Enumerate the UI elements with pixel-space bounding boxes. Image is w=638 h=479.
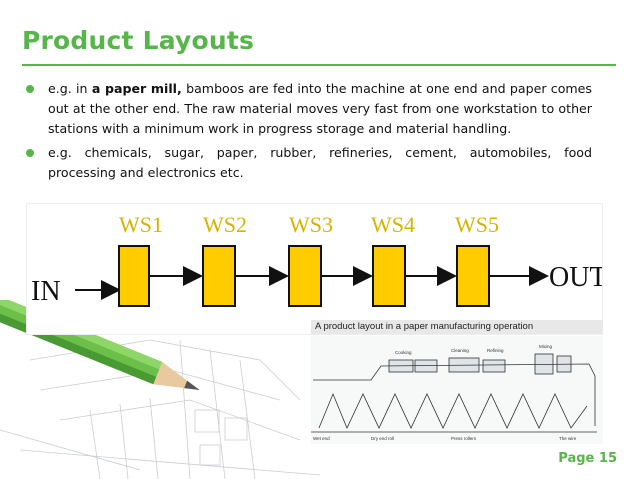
station-label: WS3 <box>289 212 333 237</box>
stage-label: Press rollers <box>451 436 477 441</box>
station-box <box>202 245 236 307</box>
stage-label: Wet end <box>313 436 330 441</box>
slide-title: Product Layouts <box>22 26 255 55</box>
station-box <box>456 245 490 307</box>
page-number: Page 15 <box>558 451 617 466</box>
bullet-dot-icon <box>26 149 34 157</box>
station-box <box>118 245 150 307</box>
bullet-dot-icon <box>26 85 34 93</box>
station-label: WS2 <box>203 212 247 237</box>
stage-label: Mixing <box>539 344 553 349</box>
stage-label: Refining <box>487 348 504 353</box>
bullet-list: e.g. in a paper mill, bamboos are fed in… <box>22 79 592 187</box>
bullet-bold-text: a paper mill, <box>91 81 182 96</box>
station-box <box>372 245 406 307</box>
stage-label: The wire <box>559 436 577 441</box>
bullet-item: e.g. chemicals, sugar, paper, rubber, re… <box>22 143 592 183</box>
bullet-text: bamboos are fed into the machine at one … <box>48 81 592 136</box>
flow-output-label: OUT <box>549 262 602 293</box>
station-label: WS1 <box>119 212 163 237</box>
stage-label: Dry end roll <box>371 436 394 441</box>
flow-input-label: IN <box>31 276 61 307</box>
title-underline <box>22 64 616 66</box>
bullet-text: e.g. chemicals, sugar, paper, rubber, re… <box>48 145 592 180</box>
bullet-item: e.g. in a paper mill, bamboos are fed in… <box>22 79 592 139</box>
stage-label: Cooking <box>395 350 412 355</box>
stage-label: Cleaning <box>451 348 469 353</box>
station-label: WS5 <box>455 212 499 237</box>
workstation-flow-diagram: IN WS1 WS2 WS3 WS4 WS5 OUT <box>27 204 602 334</box>
station-box <box>288 245 322 307</box>
paper-mill-illustration: Cooking Cleaning Refining Mixing Wet end… <box>311 336 603 444</box>
bullet-prefix: e.g. in <box>48 81 92 96</box>
station-label: WS4 <box>371 212 415 237</box>
paper-mill-caption: A product layout in a paper manufacturin… <box>311 320 603 334</box>
